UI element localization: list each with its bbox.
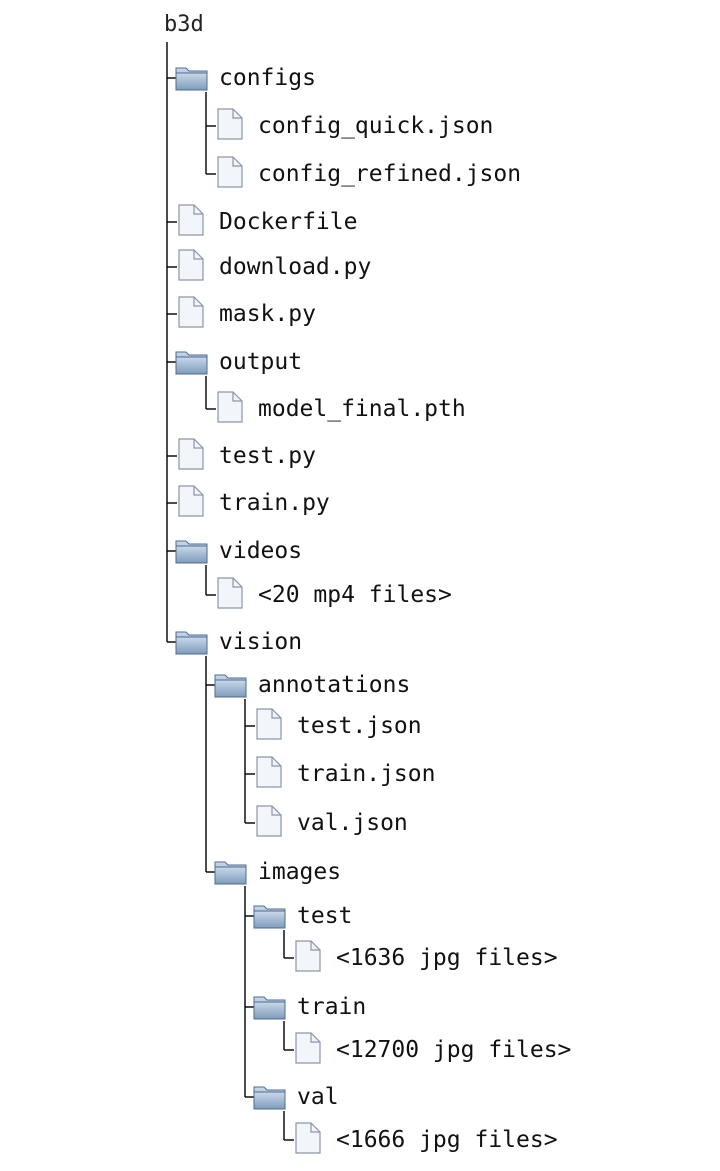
file-icon <box>175 437 207 470</box>
tree-node-label: <1636 jpg files> <box>336 945 558 971</box>
tree-node-label: Dockerfile <box>219 209 358 235</box>
tree-root-label[interactable]: b3d <box>164 12 204 37</box>
tree-node-label: train.py <box>219 490 330 516</box>
folder-icon <box>175 63 208 93</box>
file-icon <box>292 1031 324 1064</box>
tree-node-label: train <box>297 994 367 1020</box>
tree-node-label: <20 mp4 files> <box>258 582 452 608</box>
tree-node-label: config_quick.json <box>258 113 494 139</box>
file-icon <box>292 1121 324 1154</box>
tree-node-label: test.json <box>297 713 422 739</box>
tree-node-label: mask.py <box>219 301 316 327</box>
tree-node-label: videos <box>219 538 303 564</box>
file-icon <box>253 755 285 788</box>
file-icon <box>175 295 207 328</box>
file-icon <box>253 707 285 740</box>
tree-node-label: configs <box>219 65 316 91</box>
tree-node-label: test <box>297 903 353 929</box>
folder-icon <box>214 857 247 887</box>
file-icon <box>175 484 207 517</box>
file-icon <box>214 390 246 423</box>
file-icon <box>214 155 246 188</box>
tree-node-label: config_refined.json <box>258 161 522 187</box>
folder-icon <box>253 901 286 931</box>
tree-node-label: test.py <box>219 443 316 469</box>
folder-icon <box>253 1082 286 1112</box>
file-icon <box>175 248 207 281</box>
file-icon <box>253 804 285 837</box>
tree-node-label: images <box>258 859 342 885</box>
folder-icon <box>175 627 208 657</box>
file-icon <box>214 107 246 140</box>
tree-node-label: <12700 jpg files> <box>336 1037 572 1063</box>
tree-node-label: val.json <box>297 810 408 836</box>
folder-icon <box>253 992 286 1022</box>
tree-node-label: download.py <box>219 254 372 280</box>
tree-node-label: output <box>219 349 303 375</box>
tree-node-label: <1666 jpg files> <box>336 1127 558 1153</box>
folder-icon <box>175 536 208 566</box>
file-icon <box>214 576 246 609</box>
file-icon <box>175 203 207 236</box>
tree-node-label: val <box>297 1084 339 1110</box>
file-icon <box>292 939 324 972</box>
tree-node-label: annotations <box>258 672 411 698</box>
folder-icon <box>175 347 208 377</box>
tree-node-label: vision <box>219 629 303 655</box>
tree-node-label: train.json <box>297 761 436 787</box>
folder-icon <box>214 670 247 700</box>
tree-node-label: model_final.pth <box>258 396 466 422</box>
